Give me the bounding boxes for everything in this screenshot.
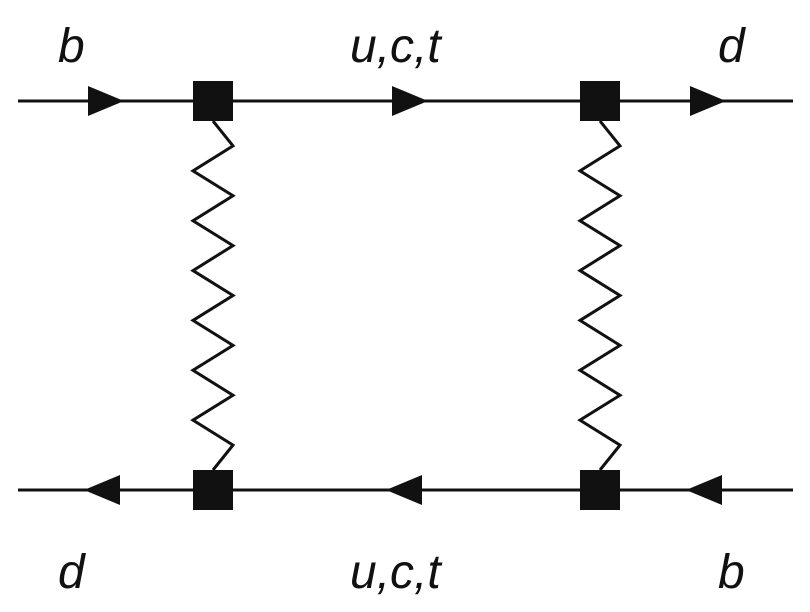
vertex-bottom-right <box>580 470 620 510</box>
bottom-left-arrow <box>84 475 120 505</box>
label-bottom-left: d <box>58 546 86 599</box>
top-left-arrow <box>88 86 124 116</box>
vertex-bottom-left <box>193 470 233 510</box>
label-top-left: b <box>58 20 85 73</box>
label-top-right: d <box>718 20 746 73</box>
label-bottom-right: b <box>718 546 745 599</box>
label-top-middle: u,c,t <box>350 20 442 73</box>
vertex-top-left <box>193 81 233 121</box>
top-middle-arrow <box>392 86 428 116</box>
label-bottom-middle: u,c,t <box>350 546 442 599</box>
top-right-arrow <box>690 86 726 116</box>
right-w-boson-line <box>577 120 623 471</box>
left-w-boson-line <box>190 120 236 471</box>
bottom-right-arrow <box>686 475 722 505</box>
bottom-middle-arrow <box>386 475 422 505</box>
vertex-top-right <box>580 81 620 121</box>
